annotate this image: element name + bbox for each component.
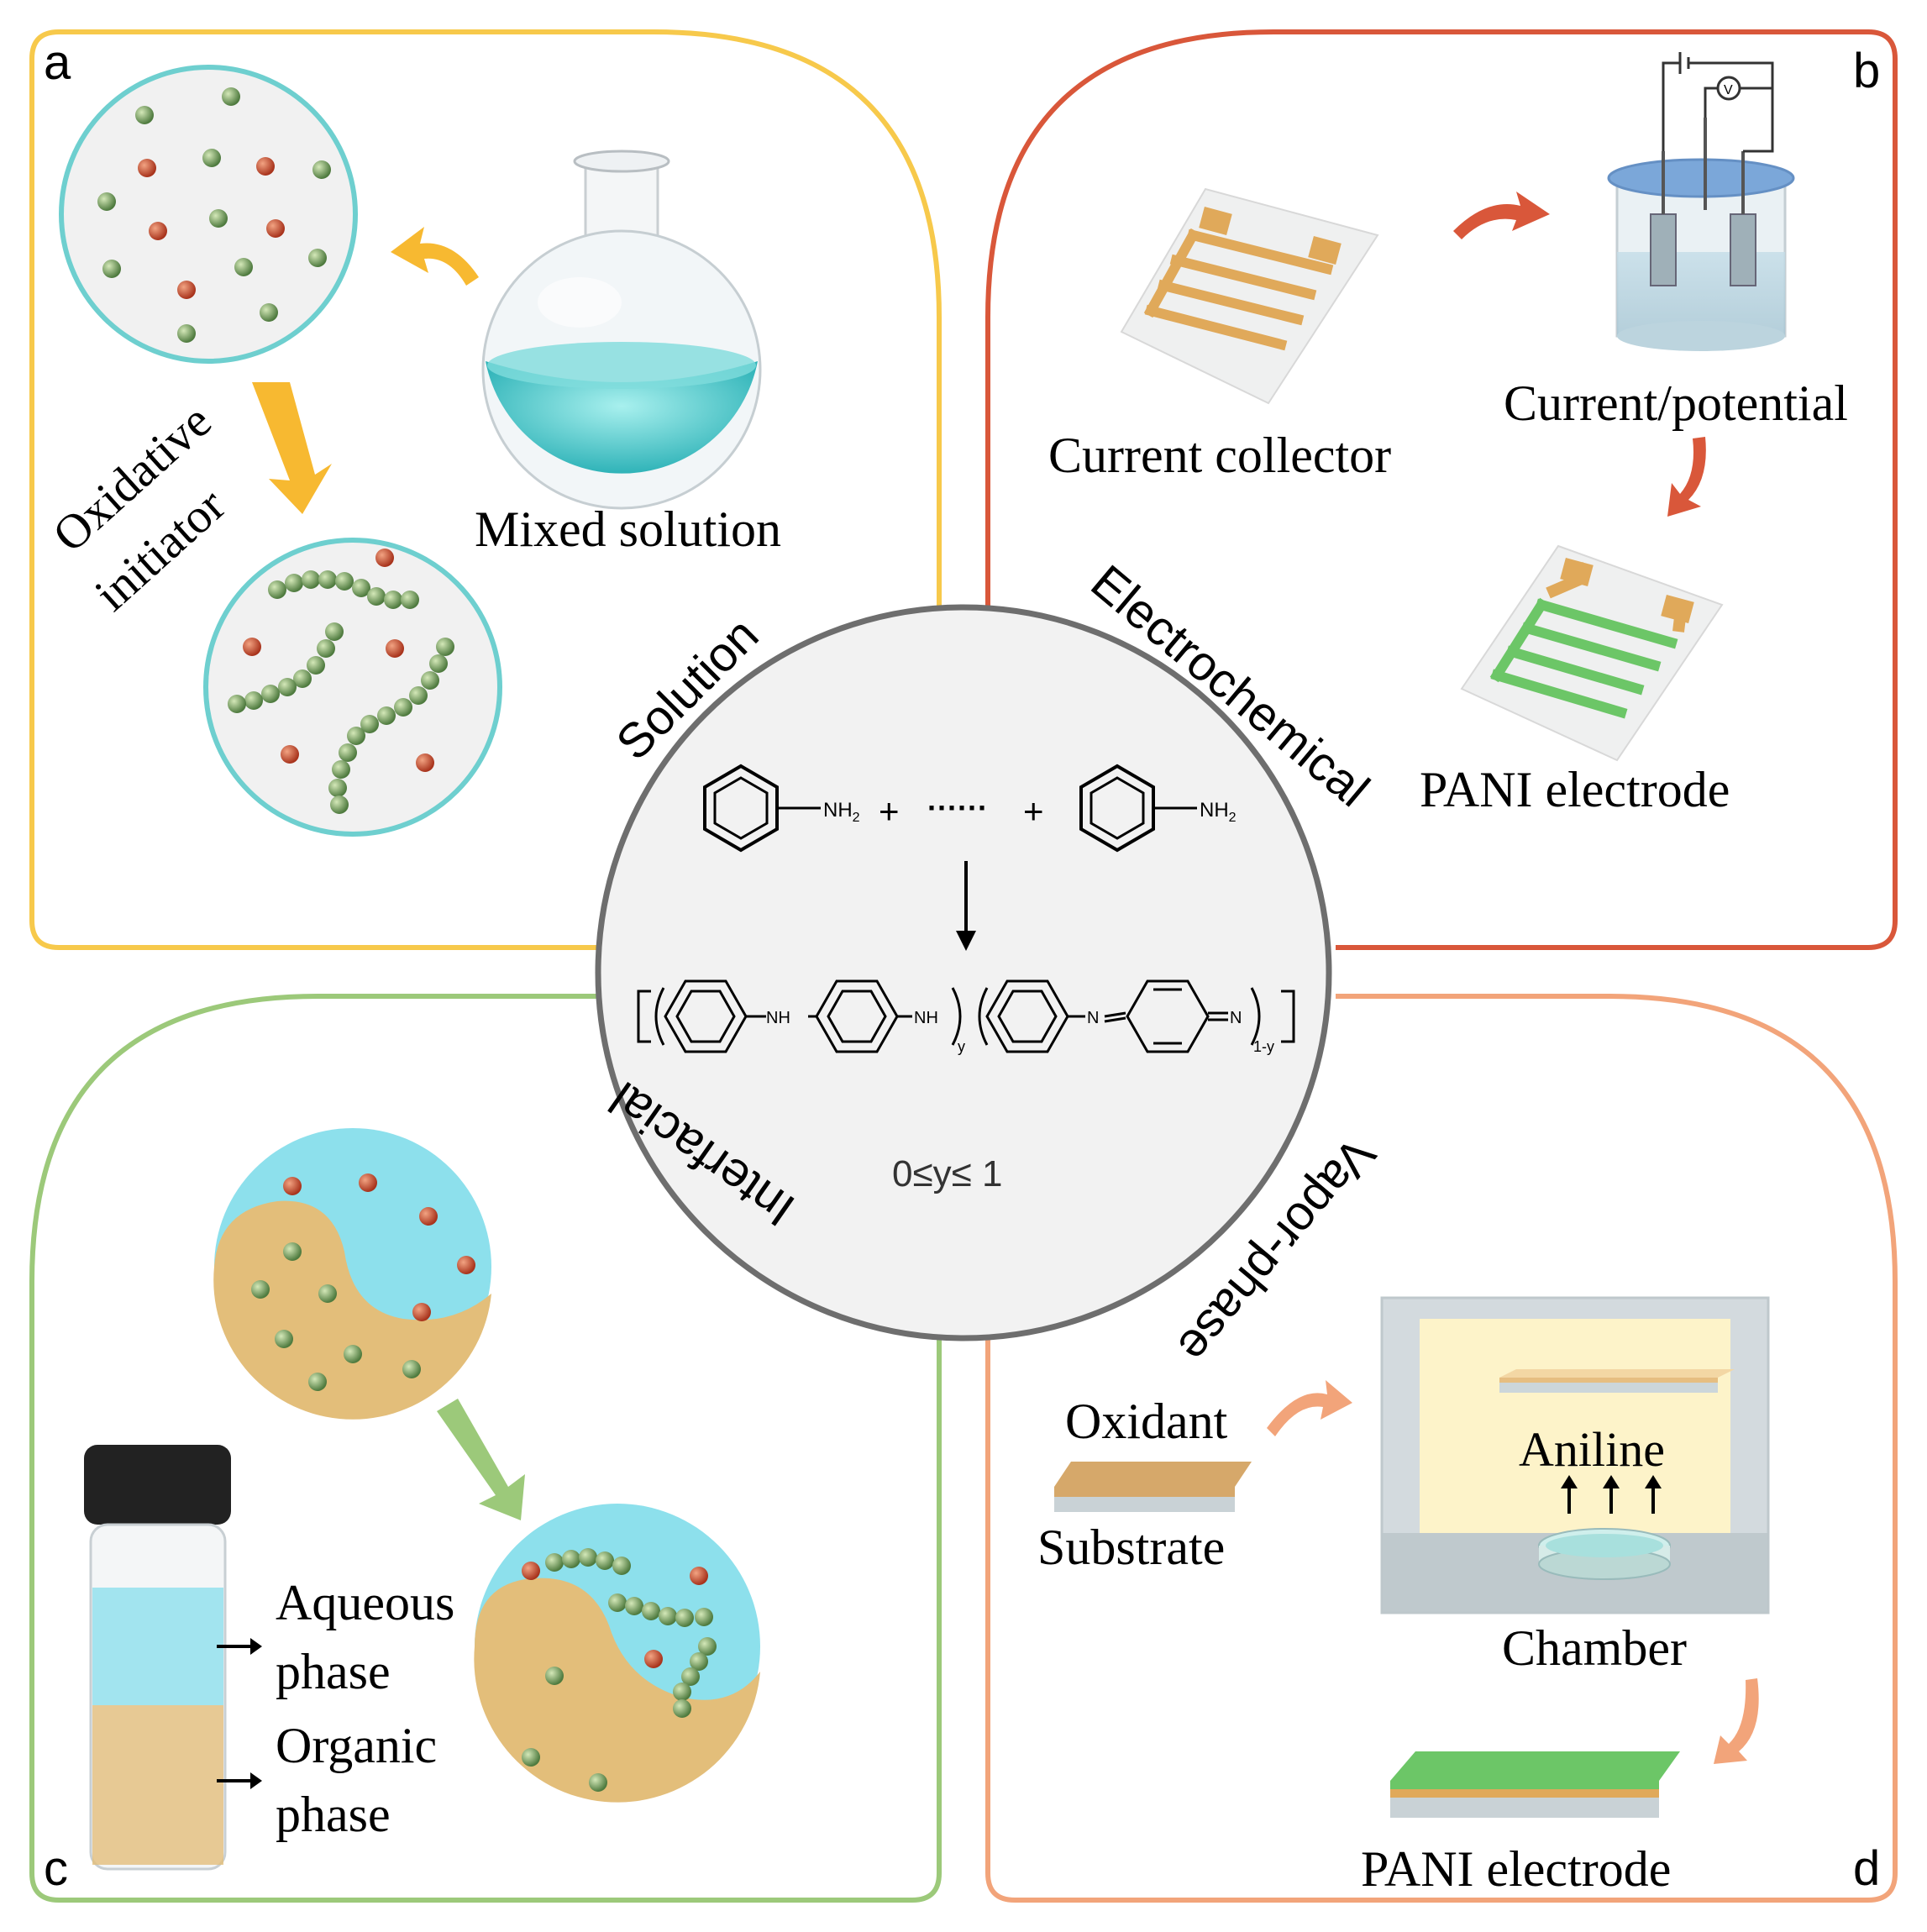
plus-left: + <box>879 791 900 831</box>
organic-label-1: Organic <box>276 1718 437 1773</box>
pani-electrode-label-d: PANI electrode <box>1361 1841 1671 1897</box>
monomer-particles <box>97 87 331 343</box>
y-range: 0≤y≤ 1 <box>892 1153 1002 1194</box>
panel-letter-a: a <box>44 35 71 90</box>
arrow-oxidant-to-chamber <box>1267 1380 1352 1436</box>
pani-electrode-label-b: PANI electrode <box>1420 762 1730 817</box>
arrow-flask-to-circle <box>391 227 479 286</box>
polymer-chains <box>228 549 454 814</box>
nh2-right: NH2 <box>1200 799 1237 825</box>
n-label-a: N <box>1087 1009 1099 1027</box>
current-potential-label: Current/potential <box>1504 375 1848 431</box>
mixed-solution-label: Mixed solution <box>475 501 781 557</box>
nh-label-b: NH <box>914 1009 938 1027</box>
pani-polymer-structure <box>637 979 1295 1053</box>
panel-outlines <box>29 29 1898 1903</box>
panel-c-outline <box>29 994 942 1903</box>
center-circle <box>595 604 1332 1341</box>
round-bottom-flask <box>481 150 762 510</box>
pani-electrode-d <box>1390 1751 1680 1818</box>
plus-right: + <box>1023 791 1044 831</box>
oxidant-label: Oxidant <box>1065 1394 1228 1449</box>
aniline-label: Aniline <box>1519 1422 1665 1477</box>
vapor-arrows <box>1561 1475 1662 1514</box>
organic-label-2: phase <box>276 1787 391 1842</box>
panel-c: Aqueous phase Organic phase <box>84 1128 760 1871</box>
voltmeter-symbol: V <box>1724 83 1733 97</box>
interface-circle-top <box>213 1128 492 1420</box>
arrow-down-initiator <box>252 382 332 514</box>
sub-1-y: 1-y <box>1253 1038 1274 1055</box>
arrow-cell-to-electrode <box>1667 437 1706 517</box>
panel-a-outline <box>29 29 942 950</box>
substrate-label: Substrate <box>1037 1520 1225 1575</box>
aqueous-label-1: Aqueous <box>276 1575 454 1630</box>
panel-letter-d: d <box>1853 1841 1880 1896</box>
arrow-collector-to-cell <box>1453 192 1550 239</box>
panel-letter-b: b <box>1853 44 1880 98</box>
panel-b: Current collector V Current/potential <box>1048 52 1848 817</box>
arrow-chamber-to-electrode <box>1714 1678 1759 1764</box>
pani-electrode-b <box>1460 544 1724 762</box>
aniline-right <box>1079 764 1197 853</box>
n-label-b: N <box>1230 1009 1242 1027</box>
chamber-label: Chamber <box>1502 1620 1687 1676</box>
panel-d: Oxidant Substrate Aniline <box>1037 1296 1770 1897</box>
reaction-arrow-head <box>956 931 976 951</box>
monomer-circle <box>59 65 358 364</box>
panel-d-outline <box>985 994 1898 1903</box>
interface-circle-bottom <box>474 1504 760 1803</box>
current-collector <box>1120 187 1379 405</box>
sub-y: y <box>958 1038 965 1055</box>
panel-b-outline <box>985 29 1898 950</box>
chamber <box>1380 1296 1770 1614</box>
oxidant-substrate-slab <box>1054 1462 1252 1512</box>
arrow-interface-down <box>437 1399 525 1520</box>
nh2-left: NH2 <box>823 799 860 825</box>
dots: ······ <box>927 790 988 825</box>
center-reaction: NH2 + ······ + NH2 <box>595 604 1332 1341</box>
current-collector-label: Current collector <box>1048 428 1391 483</box>
electrochemical-cell: V <box>1607 52 1795 351</box>
vial <box>84 1445 231 1871</box>
panel-letter-c: c <box>44 1841 68 1896</box>
panel-a: Mixed solution Oxidative initiator <box>42 65 781 837</box>
aqueous-label-2: phase <box>276 1644 391 1699</box>
nh-label-a: NH <box>766 1009 790 1027</box>
aniline-left <box>703 764 821 853</box>
